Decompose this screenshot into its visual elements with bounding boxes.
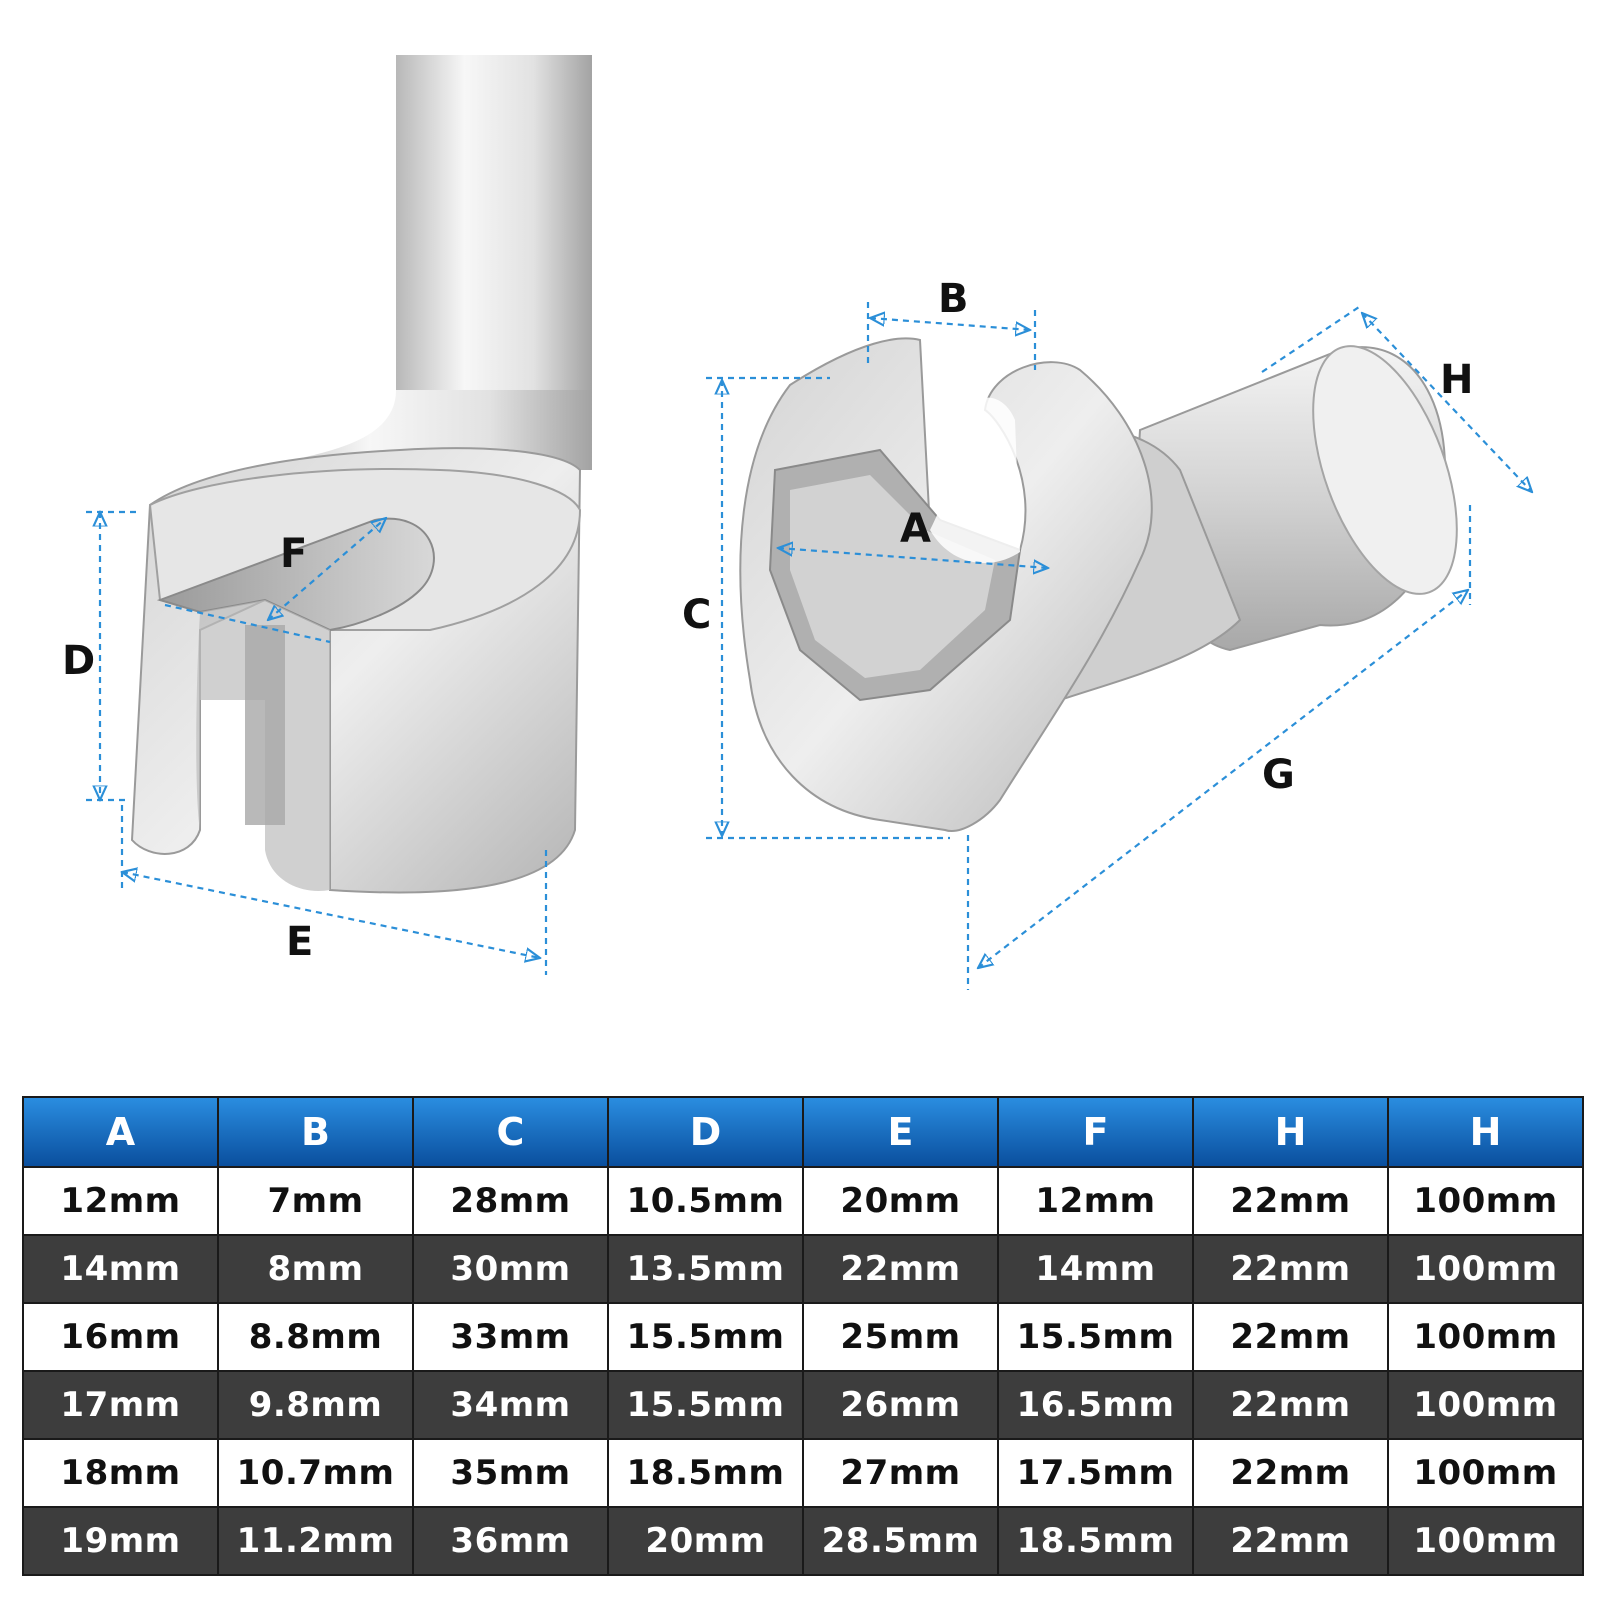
dimension-line-h xyxy=(1362,313,1532,492)
table-cell: 100mm xyxy=(1387,1506,1584,1576)
table-cell: 28mm xyxy=(412,1166,609,1236)
table-cell: 8.8mm xyxy=(217,1302,414,1372)
label-d: D xyxy=(62,638,95,684)
table-cell: 11.2mm xyxy=(217,1506,414,1576)
table-cell: 22mm xyxy=(1192,1370,1389,1440)
table-cell: 20mm xyxy=(802,1166,999,1236)
table-cell: 100mm xyxy=(1387,1370,1584,1440)
table-cell: 12mm xyxy=(997,1166,1194,1236)
label-f: F xyxy=(280,531,307,577)
label-e: E xyxy=(286,919,313,965)
table-cell: 10.5mm xyxy=(607,1166,804,1236)
table-cell: 35mm xyxy=(412,1438,609,1508)
table-cell: 30mm xyxy=(412,1234,609,1304)
table-cell: 22mm xyxy=(1192,1234,1389,1304)
dimension-line-f xyxy=(268,518,386,620)
table-cell: 22mm xyxy=(1192,1166,1389,1236)
table-cell: 17mm xyxy=(22,1370,219,1440)
table-cell: 34mm xyxy=(412,1370,609,1440)
table-cell: 14mm xyxy=(22,1234,219,1304)
table-cell: 19mm xyxy=(22,1506,219,1576)
table-cell: 100mm xyxy=(1387,1234,1584,1304)
dimension-line-b xyxy=(870,318,1030,330)
table-cell: 17.5mm xyxy=(997,1438,1194,1508)
column-header-f: F xyxy=(997,1096,1194,1168)
table-cell: 15.5mm xyxy=(997,1302,1194,1372)
table-cell: 20mm xyxy=(607,1506,804,1576)
table-cell: 8mm xyxy=(217,1234,414,1304)
table-cell: 18mm xyxy=(22,1438,219,1508)
dimension-line-g xyxy=(978,590,1468,968)
column-header-a: A xyxy=(22,1096,219,1168)
table-cell: 100mm xyxy=(1387,1438,1584,1508)
table-cell: 16.5mm xyxy=(997,1370,1194,1440)
table-cell: 100mm xyxy=(1387,1302,1584,1372)
table-cell: 15.5mm xyxy=(607,1302,804,1372)
table-cell: 36mm xyxy=(412,1506,609,1576)
column-header-e: E xyxy=(802,1096,999,1168)
table-cell: 12mm xyxy=(22,1166,219,1236)
left-wrench-illustration xyxy=(130,55,592,894)
right-wrench-illustration xyxy=(739,337,1458,832)
table-cell: 25mm xyxy=(802,1302,999,1372)
wrench-diagram: B H A F C D G E xyxy=(62,55,1600,990)
table-cell: 14mm xyxy=(997,1234,1194,1304)
column-header-b: B xyxy=(217,1096,414,1168)
table-cell: 100mm xyxy=(1387,1166,1584,1236)
table-cell: 9.8mm xyxy=(217,1370,414,1440)
label-c: C xyxy=(682,592,711,638)
table-cell: 7mm xyxy=(217,1166,414,1236)
table-cell: 16mm xyxy=(22,1302,219,1372)
table-cell: 22mm xyxy=(1192,1506,1389,1576)
label-a: A xyxy=(900,506,931,552)
label-h: H xyxy=(1440,357,1473,403)
table-cell: 22mm xyxy=(1192,1438,1389,1508)
column-header-d: D xyxy=(607,1096,804,1168)
dimension-line-e xyxy=(122,872,540,958)
column-header-h-1: H xyxy=(1192,1096,1389,1168)
table-cell: 27mm xyxy=(802,1438,999,1508)
dimension-line-a xyxy=(778,548,1048,568)
table-cell: 26mm xyxy=(802,1370,999,1440)
table-cell: 10.7mm xyxy=(217,1438,414,1508)
column-header-c: C xyxy=(412,1096,609,1168)
column-header-h-2: H xyxy=(1387,1096,1584,1168)
table-cell: 18.5mm xyxy=(997,1506,1194,1576)
table-cell: 22mm xyxy=(1192,1302,1389,1372)
table-cell: 13.5mm xyxy=(607,1234,804,1304)
table-cell: 22mm xyxy=(802,1234,999,1304)
table-cell: 28.5mm xyxy=(802,1506,999,1576)
table-cell: 18.5mm xyxy=(607,1438,804,1508)
table-header-row: A B C D E F H H xyxy=(22,1096,1584,1168)
table-cell: 15.5mm xyxy=(607,1370,804,1440)
table-cell: 33mm xyxy=(412,1302,609,1372)
label-b: B xyxy=(938,276,969,322)
label-g: G xyxy=(1262,752,1295,798)
